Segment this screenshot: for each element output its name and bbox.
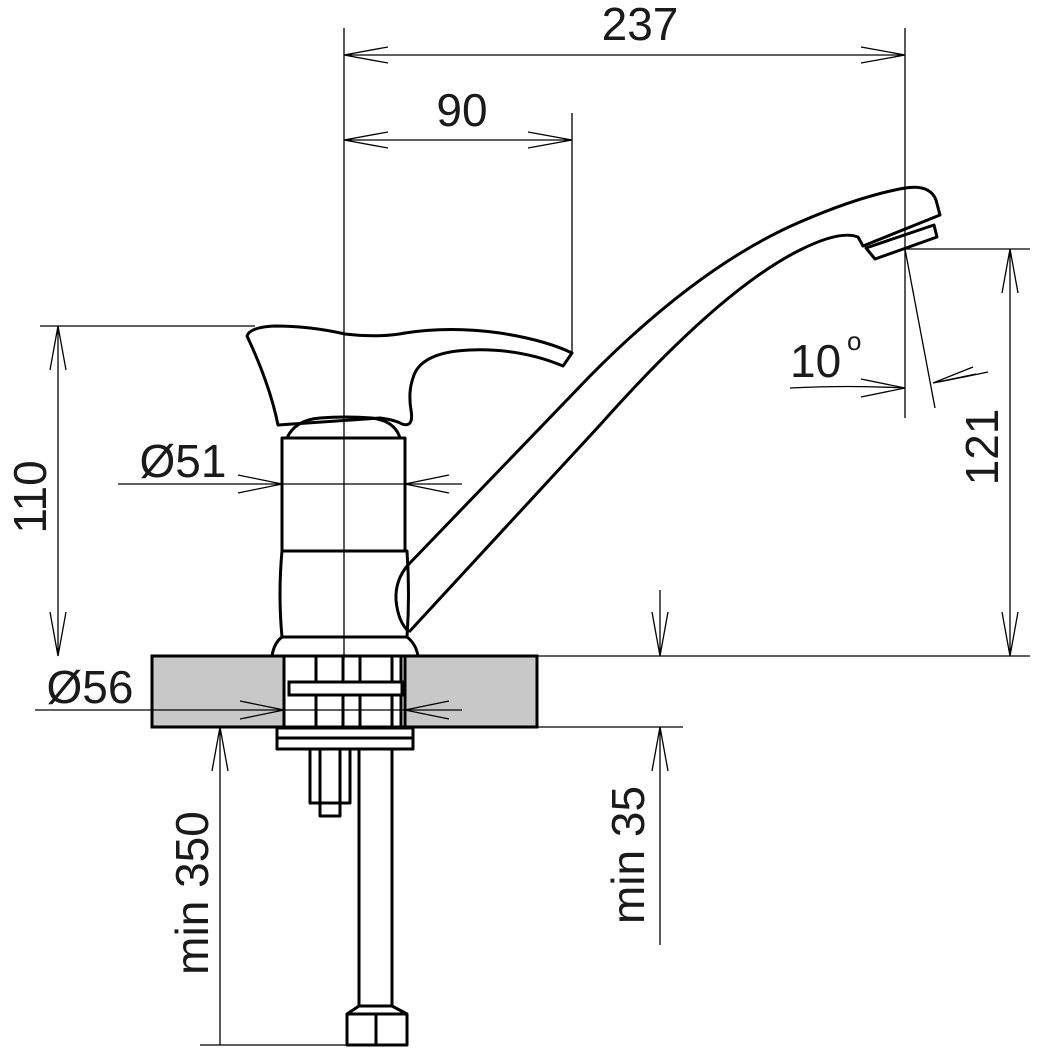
- extension-lines: [35, 28, 1030, 1046]
- lever-handle: [245, 324, 574, 427]
- degree-symbol: o: [847, 326, 861, 356]
- mounting-hardware: [275, 726, 415, 818]
- dim-handle-reach: 90: [436, 84, 487, 136]
- faucet-body: [270, 415, 420, 657]
- dim-body-height: 110: [4, 460, 56, 533]
- spout: [394, 185, 942, 634]
- dim-min-hose-length: min 350: [166, 811, 218, 975]
- supply-hose: [345, 749, 409, 1047]
- countertop: [150, 654, 539, 729]
- dimension-lines: [49, 46, 1019, 1045]
- dim-spout-height: 121: [956, 409, 1008, 486]
- dim-spout-angle: 10: [790, 335, 841, 387]
- dim-min-countertop: min 35: [602, 786, 654, 924]
- dim-overall-reach: 237: [602, 0, 679, 50]
- dim-body-diameter: Ø51: [140, 435, 227, 487]
- dim-mount-diameter: Ø56: [47, 661, 134, 713]
